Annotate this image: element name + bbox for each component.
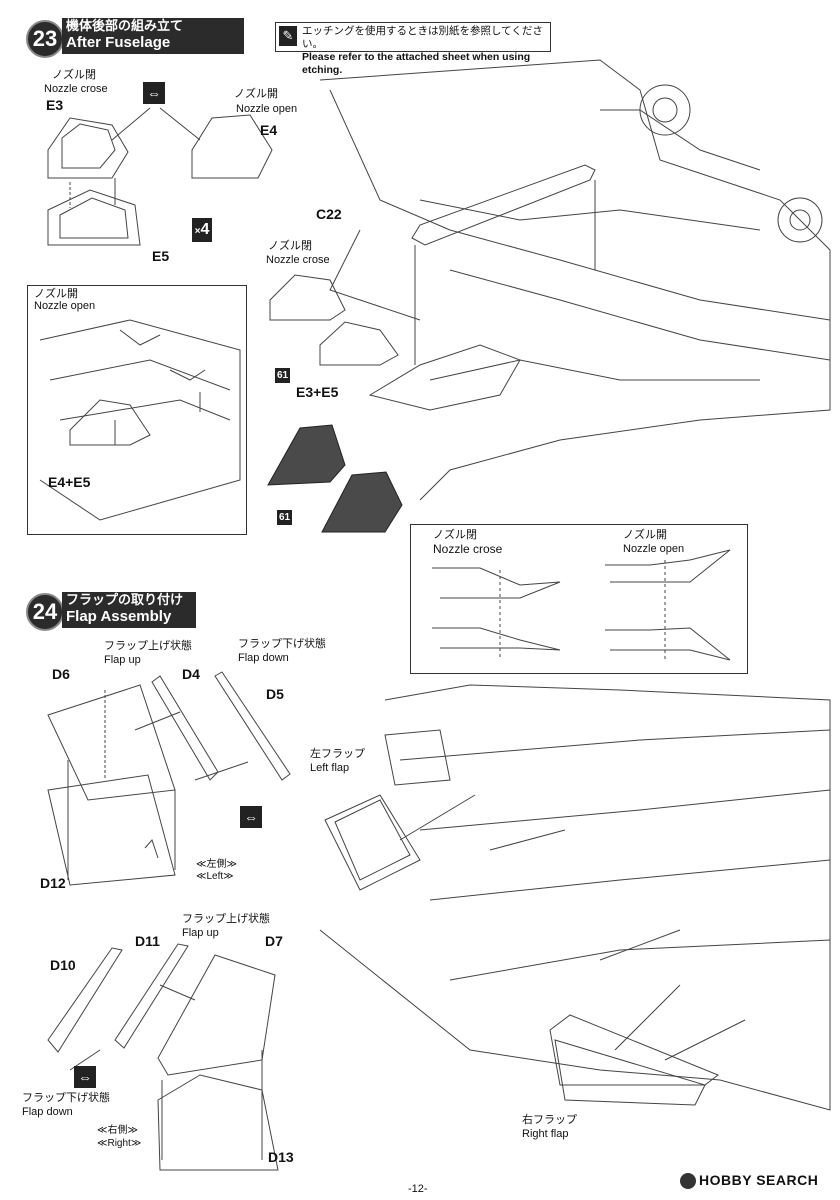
combo-e4-e5: E4+E5 (48, 474, 91, 490)
left-flap-label-en: Left flap (310, 762, 350, 774)
right-flap-label-en: Right flap (522, 1128, 569, 1140)
combo-e3-e5: E3+E5 (296, 384, 339, 400)
etching-note-en: Please refer to the attached sheet when … (302, 51, 531, 76)
step-title-bar-24: フラップの取り付け Flap Assembly (62, 592, 196, 628)
part-d10: D10 (50, 957, 76, 973)
flap-up-label-en: Flap up (104, 654, 141, 666)
right-side-label-jp: ≪右側≫ (97, 1125, 138, 1136)
left-side-label-jp: ≪左側≫ (196, 859, 237, 870)
paint-badge-61-a: 61 (275, 368, 290, 383)
detail-closed-en: Nozzle crose (433, 542, 503, 556)
step24-title-en: Flap Assembly (66, 608, 172, 625)
brand-watermark: HOBBY SEARCH (680, 1172, 819, 1190)
etching-note: ✎ エッチングを使用するときは別紙を参照してください。 Please refer… (275, 22, 551, 76)
part-d12: D12 (40, 875, 66, 891)
flap-down-label-jp-2: フラップ下げ状態 (22, 1092, 110, 1104)
quantity-value: 4 (200, 221, 210, 238)
nozzle-closed-label-en: Nozzle crose (44, 83, 108, 95)
brand-text: HOBBY SEARCH (699, 1172, 819, 1188)
page-number: -12- (408, 1183, 428, 1195)
inset-nozzle-open-en: Nozzle open (34, 300, 96, 312)
hobby-search-logo-icon (680, 1173, 696, 1190)
flap-up-label-en-2: Flap up (182, 927, 219, 939)
nozzle-closed-label-jp: ノズル閉 (52, 69, 96, 81)
arrow-double-icon-3: ⇔ (74, 1066, 96, 1088)
part-d11: D11 (135, 933, 160, 949)
step-title-bar: 機体後部の組み立て After Fuselage Assembly (62, 18, 244, 69)
step-title-en: After Fuselage Assembly (66, 34, 171, 69)
step-title-jp: 機体後部の組み立て (66, 18, 184, 33)
inset-box-nozzle-open: ノズル開 Nozzle open E4+E5 (27, 285, 247, 535)
arrow-double-icon: ⇔ (143, 82, 165, 104)
flap-down-label-en: Flap down (238, 652, 289, 664)
flap-down-label-en-2: Flap down (22, 1106, 73, 1118)
inset-nozzle-open-jp: ノズル開 (34, 288, 78, 300)
part-d6: D6 (52, 666, 70, 682)
quantity-badge: ×4 (192, 218, 212, 242)
detail-closed-jp: ノズル閉 (433, 529, 477, 541)
left-flap-label-jp: 左フラップ (310, 748, 365, 760)
right-side-label-en: ≪Right≫ (97, 1138, 142, 1149)
nozzle-open-label-jp: ノズル開 (234, 88, 278, 100)
nozzle-closed-label-en-2: Nozzle crose (266, 254, 330, 266)
flap-down-label-jp: フラップ下げ状態 (238, 638, 326, 650)
part-d5: D5 (266, 686, 284, 702)
part-d7: D7 (265, 933, 283, 949)
right-flap-label-jp: 右フラップ (522, 1114, 577, 1126)
etching-note-jp: エッチングを使用するときは別紙を参照してください。 (302, 25, 543, 50)
part-e3: E3 (46, 97, 64, 113)
paint-badge-61-b: 61 (277, 510, 292, 525)
arrow-double-icon-2: ⇔ (240, 806, 262, 828)
detail-open-en: Nozzle open (623, 543, 685, 555)
nozzle-detail-box: ノズル閉 Nozzle crose ノズル開 Nozzle open (410, 524, 748, 674)
part-e5: E5 (152, 248, 170, 264)
part-c22: C22 (316, 206, 342, 222)
part-e4: E4 (260, 122, 278, 138)
part-d13: D13 (268, 1149, 294, 1165)
flap-up-label-jp-2: フラップ上げ状態 (182, 913, 270, 925)
etching-brush-icon: ✎ (279, 26, 297, 46)
part-d4: D4 (182, 666, 200, 682)
left-side-label-en: ≪Left≫ (196, 871, 234, 882)
detail-open-jp: ノズル開 (623, 529, 667, 541)
nozzle-closed-label-jp-2: ノズル閉 (268, 240, 312, 252)
nozzle-open-label-en: Nozzle open (236, 103, 298, 115)
step-number-badge: 23 (26, 20, 64, 58)
flap-up-label-jp: フラップ上げ状態 (104, 640, 192, 652)
step-number-badge-24: 24 (26, 593, 64, 631)
step24-title-jp: フラップの取り付け (66, 592, 184, 607)
